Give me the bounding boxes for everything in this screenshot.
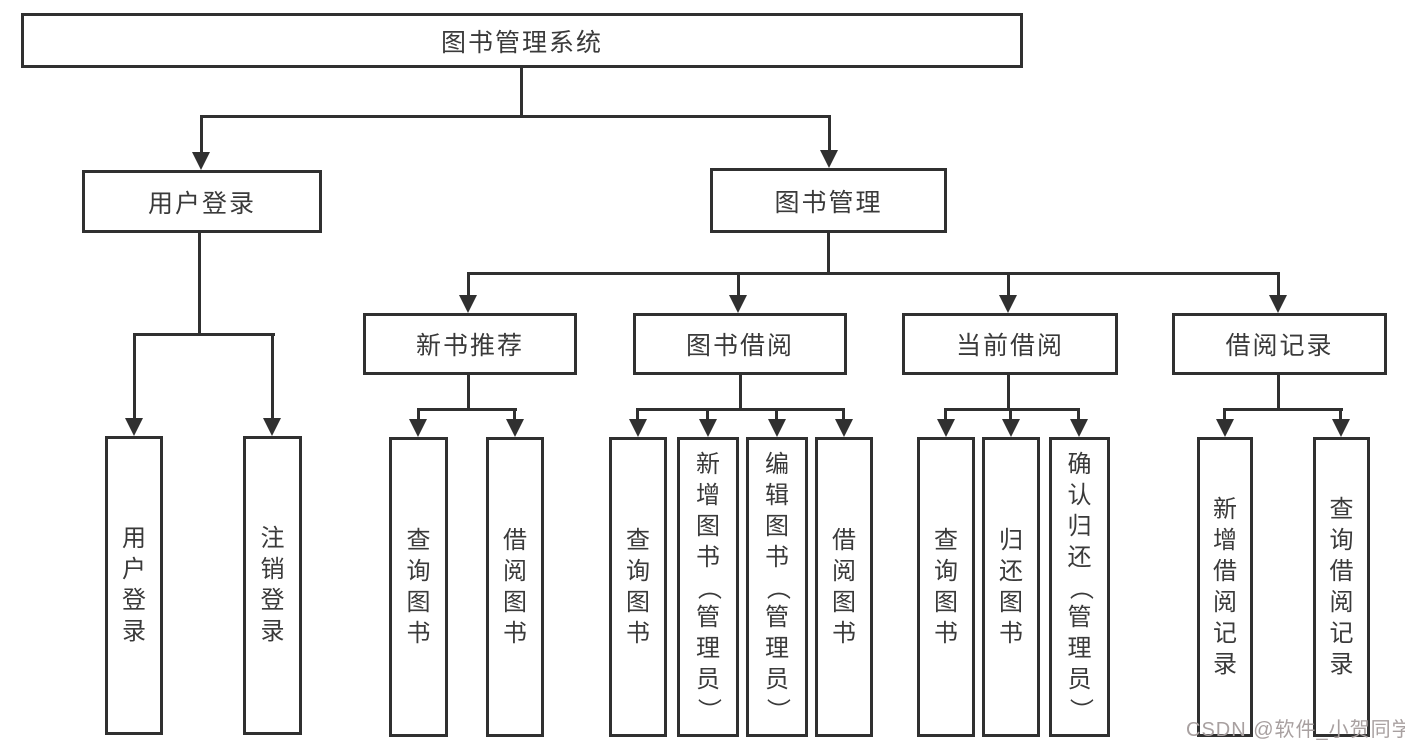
arrow-down-icon	[263, 418, 281, 436]
new-books-box: 新书推荐	[363, 313, 577, 375]
leaf-label-records-add: 新增借阅记录	[1213, 495, 1237, 678]
connector-line	[1077, 411, 1080, 424]
connector-line	[827, 233, 830, 274]
leaf-label-newbooks-query: 查询图书	[406, 526, 431, 647]
connector-line	[467, 275, 470, 297]
leaf-label-current-confirm: 确认归还（管理员）	[1066, 451, 1094, 723]
connector-line	[1277, 375, 1280, 411]
arrow-down-icon	[1216, 419, 1234, 437]
leaf-box-current-query: 查询图书	[917, 437, 975, 737]
leaf-box-borrow-edit: 编辑图书（管理员）	[746, 437, 808, 737]
leaf-box-newbooks-borrow: 借阅图书	[486, 437, 544, 737]
user-login-label: 用户登录	[147, 189, 256, 218]
current-borrow-box: 当前借阅	[902, 313, 1118, 375]
connector-line	[1009, 411, 1012, 424]
arrow-down-icon	[835, 419, 853, 437]
arrow-down-icon	[699, 419, 717, 437]
connector-line	[520, 68, 523, 117]
connector-line	[133, 333, 275, 336]
connector-line	[1339, 411, 1342, 424]
leaf-box-borrow-add: 新增图书（管理员）	[677, 437, 739, 737]
connector-line	[1007, 275, 1010, 297]
leaf-box-current-confirm: 确认归还（管理员）	[1049, 437, 1110, 737]
arrow-down-icon	[459, 295, 477, 313]
connector-line	[636, 408, 845, 411]
arrow-down-icon	[999, 295, 1017, 313]
arrow-down-icon	[1070, 419, 1088, 437]
connector-line	[944, 408, 1080, 411]
arrow-down-icon	[729, 295, 747, 313]
book-borrow-box: 图书借阅	[633, 313, 847, 375]
leaf-label-borrow-borrow: 借阅图书	[832, 526, 856, 647]
connector-line	[417, 408, 517, 411]
leaf-label-borrow-edit: 编辑图书（管理员）	[764, 451, 791, 723]
arrow-down-icon	[1269, 295, 1287, 313]
leaf-box-records-query: 查询借阅记录	[1313, 437, 1370, 737]
arrow-down-icon	[629, 419, 647, 437]
leaf-label-logout: 注销登录	[260, 525, 285, 645]
connector-line	[467, 272, 1280, 275]
connector-line	[828, 118, 831, 152]
connector-line	[1277, 275, 1280, 297]
arrow-down-icon	[409, 419, 427, 437]
leaf-label-newbooks-borrow: 借阅图书	[503, 526, 527, 647]
connector-line	[417, 411, 420, 424]
leaf-box-current-return: 归还图书	[982, 437, 1040, 737]
borrow-records-box: 借阅记录	[1172, 313, 1387, 375]
book-management-label: 图书管理	[774, 188, 883, 217]
connector-line	[198, 233, 201, 335]
connector-line	[737, 275, 740, 297]
leaf-box-user-login: 用户登录	[105, 436, 163, 735]
connector-line	[271, 336, 274, 418]
arrow-down-icon	[192, 152, 210, 170]
current-borrow-label: 当前借阅	[955, 332, 1064, 360]
connector-line	[513, 411, 516, 424]
leaf-label-borrow-query: 查询图书	[626, 526, 650, 647]
leaf-box-borrow-query: 查询图书	[609, 437, 667, 737]
borrow-records-label: 借阅记录	[1225, 332, 1334, 360]
root-box: 图书管理系统	[21, 13, 1023, 68]
leaf-label-user-login: 用户登录	[122, 525, 146, 645]
connector-line	[1223, 408, 1343, 411]
connector-line	[842, 411, 845, 424]
leaf-box-borrow-borrow: 借阅图书	[815, 437, 873, 737]
user-login-box: 用户登录	[82, 170, 322, 233]
leaf-label-borrow-add: 新增图书（管理员）	[695, 451, 722, 723]
connector-line	[775, 411, 778, 424]
connector-line	[1007, 375, 1010, 411]
new-books-label: 新书推荐	[415, 332, 524, 360]
book-management-box: 图书管理	[710, 168, 947, 233]
csdn-watermark: CSDN @软件_小贺同学	[1186, 719, 1405, 741]
arrow-down-icon	[820, 150, 838, 168]
arrow-down-icon	[1002, 419, 1020, 437]
connector-line	[706, 411, 709, 424]
book-borrow-label: 图书借阅	[685, 332, 794, 360]
root-label: 图书管理系统	[440, 28, 603, 57]
connector-line	[200, 118, 203, 154]
leaf-label-current-return: 归还图书	[999, 526, 1023, 647]
arrow-down-icon	[125, 418, 143, 436]
connector-line	[944, 411, 947, 424]
leaf-label-records-query: 查询借阅记录	[1329, 495, 1354, 678]
leaf-label-current-query: 查询图书	[934, 526, 958, 647]
connector-line	[133, 336, 136, 418]
arrow-down-icon	[937, 419, 955, 437]
arrow-down-icon	[1332, 419, 1350, 437]
connector-line	[200, 115, 831, 118]
connector-line	[467, 375, 470, 411]
connector-line	[1223, 411, 1226, 424]
arrow-down-icon	[506, 419, 524, 437]
arrow-down-icon	[768, 419, 786, 437]
connector-line	[636, 411, 639, 424]
leaf-box-records-add: 新增借阅记录	[1197, 437, 1253, 737]
leaf-box-newbooks-query: 查询图书	[389, 437, 448, 737]
connector-line	[739, 375, 742, 411]
leaf-box-logout: 注销登录	[243, 436, 302, 735]
